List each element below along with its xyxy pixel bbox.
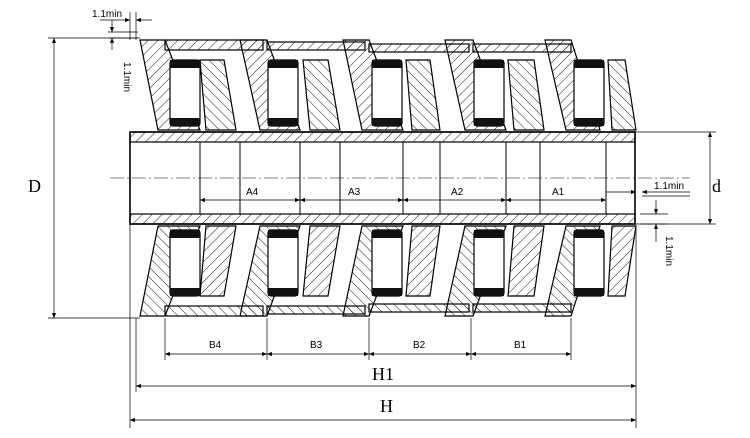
dimension-a1: A1	[552, 187, 565, 198]
chamfer-callout-top: 1.1min 1.1min	[92, 9, 152, 92]
dimension-d-outer: D	[28, 176, 41, 196]
a-dimension-group: A4 A3 A2 A1	[200, 187, 606, 203]
b-dimension-group: B4 B3 B2 B1	[164, 318, 572, 360]
dimension-a3: A3	[348, 187, 361, 198]
dimension-b1: B1	[514, 340, 527, 351]
dimension-d-bore: d	[712, 176, 721, 196]
bearing-stack-top	[139, 39, 637, 131]
chamfer-callout-right: 1.1min 1.1min	[606, 181, 690, 266]
dimension-h1: H1	[372, 364, 394, 384]
dimension-a2: A2	[451, 187, 464, 198]
chamfer-label-right-vertical: 1.1min	[663, 236, 674, 266]
dimension-b4: B4	[209, 340, 222, 351]
chamfer-label-top-vertical: 1.1min	[121, 62, 132, 92]
bearing-stack-bottom	[139, 225, 637, 317]
dimension-h: H	[380, 396, 393, 416]
chamfer-label-right-horizontal: 1.1min	[654, 181, 684, 192]
shaft-section	[129, 131, 636, 225]
chamfer-label-top-horizontal: 1.1min	[92, 9, 122, 20]
height-dimension-group: H1 H	[129, 224, 637, 428]
outer-diameter-dimension: D	[28, 37, 140, 319]
rollers-top	[169, 59, 605, 127]
dimension-b3: B3	[310, 340, 323, 351]
dimension-a4: A4	[246, 187, 259, 198]
dimension-b2: B2	[413, 340, 426, 351]
